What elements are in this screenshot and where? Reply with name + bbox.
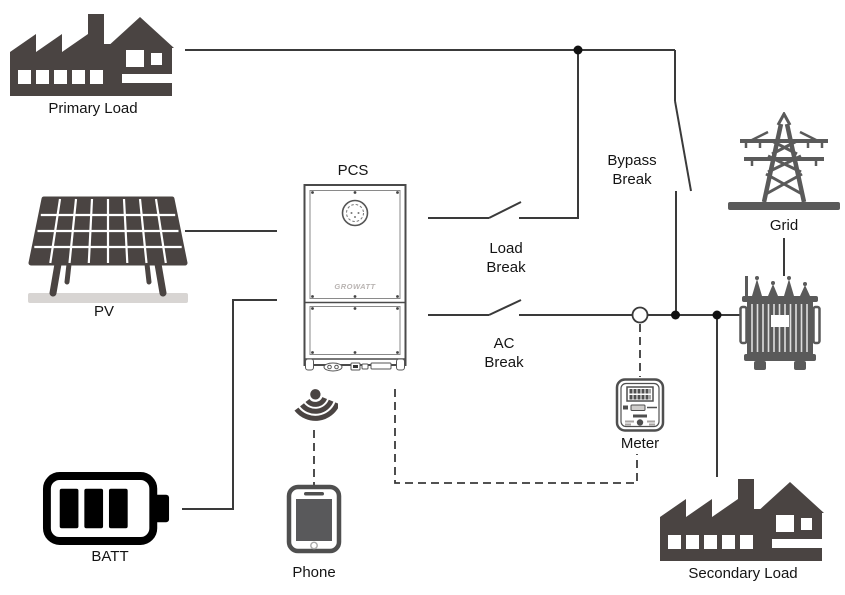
secondary-load-factory-icon <box>660 477 828 563</box>
junction-dot-primary <box>573 45 583 55</box>
pcs-bottom-connectors <box>305 358 405 372</box>
wire-load-break-to-primary <box>519 50 579 219</box>
secondary-load-label: Secondary Load <box>688 565 798 582</box>
bypass-break-blade <box>674 100 692 192</box>
phone-label: Phone <box>292 564 336 581</box>
bypass-break-label: Bypass Break <box>607 151 656 189</box>
meter-label: Meter <box>620 435 660 452</box>
energy-meter-icon <box>614 377 666 433</box>
primary-load-label: Primary Load <box>48 100 138 117</box>
comm-wire-pcs-to-meter <box>394 389 638 484</box>
junction-dot-bypass <box>671 310 680 320</box>
grid-label: Grid <box>769 217 799 234</box>
ac-break-blade <box>488 299 522 316</box>
ac-break-label-line1: AC <box>493 335 515 352</box>
load-break-blade <box>488 201 522 219</box>
pcs-label: PCS <box>337 162 369 179</box>
transformer-icon <box>739 273 821 371</box>
bypass-break-label-line1: Bypass <box>607 152 657 169</box>
load-break-label-line1: Load <box>489 240 523 257</box>
solar-panel-icon <box>28 194 188 304</box>
battery-icon <box>42 469 172 548</box>
pcs-inverter-icon: GROWATT <box>303 184 407 372</box>
batt-label: BATT <box>91 548 129 565</box>
ac-break-label: AC Break <box>484 334 523 372</box>
ac-break-label-line2: Break <box>484 354 524 371</box>
junction-dot-secondary <box>712 310 722 320</box>
bypass-break-label-line2: Break <box>612 171 652 188</box>
pcs-brand-logo: GROWATT <box>334 282 376 291</box>
primary-load-factory-icon <box>10 12 178 98</box>
transmission-tower-icon <box>728 112 840 212</box>
wire-batt-to-pcs <box>182 299 277 510</box>
smartphone-icon <box>285 484 343 554</box>
ct-sensor-circle <box>631 306 649 324</box>
pcs-screws <box>311 191 399 354</box>
load-break-label-line2: Break <box>486 259 526 276</box>
load-break-label: Load Break <box>486 239 525 277</box>
pcs-display-knob <box>341 199 369 227</box>
pv-label: PV <box>93 303 115 320</box>
wifi-signal-icon <box>292 388 338 428</box>
